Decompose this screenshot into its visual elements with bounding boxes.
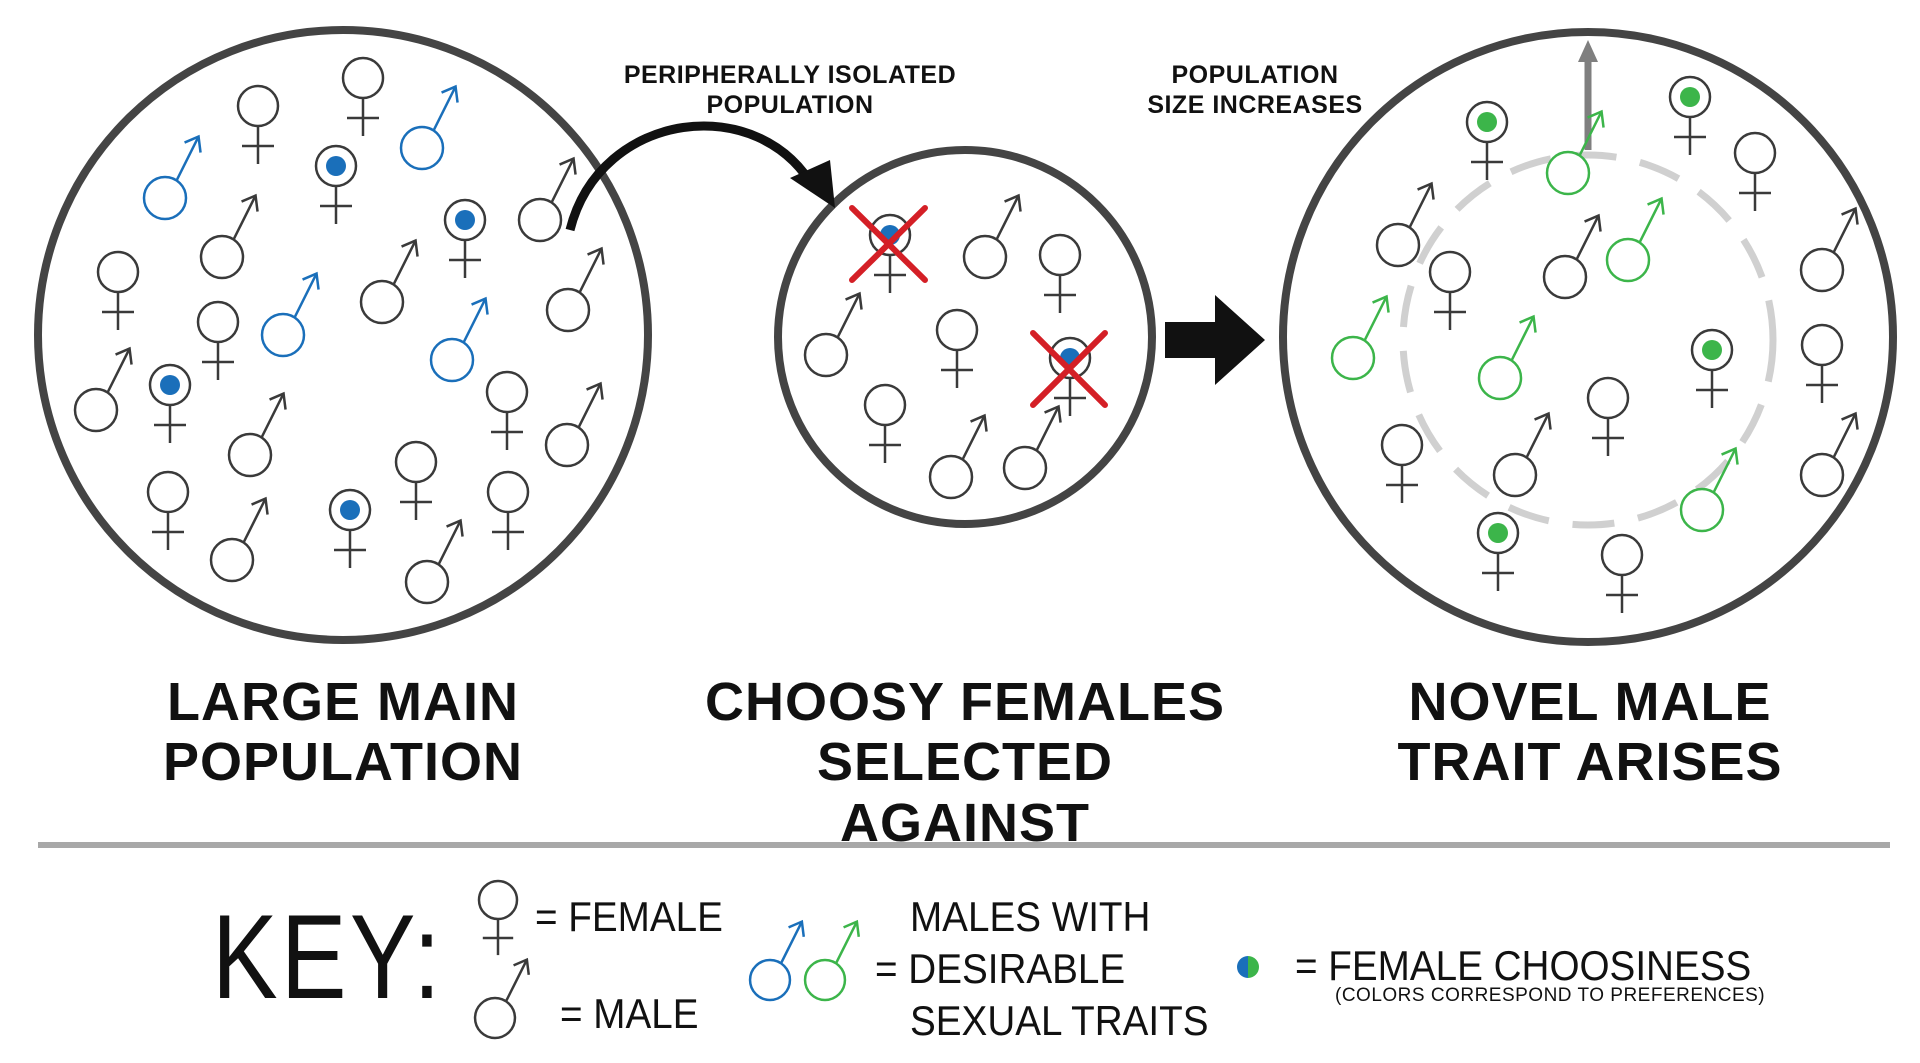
novel-population-caption: NOVEL MALE TRAIT ARISES	[1360, 672, 1820, 793]
female-icon	[236, 84, 280, 164]
female-icon	[863, 383, 907, 463]
male-icon	[1799, 411, 1859, 498]
female-icon	[486, 470, 530, 550]
male-icon	[404, 518, 464, 605]
female-icon	[394, 440, 438, 520]
female-icon	[146, 470, 190, 550]
main-caption-line2: POPULATION	[163, 732, 523, 793]
female-icon	[1733, 131, 1777, 211]
male-icon	[209, 496, 269, 583]
male-green-icon	[1679, 446, 1739, 533]
male-green-icon	[1605, 196, 1665, 283]
female-icon	[1600, 533, 1644, 613]
size-line2: SIZE INCREASES	[1147, 91, 1363, 119]
female-icon	[485, 370, 529, 450]
male-icon	[227, 391, 287, 478]
novel-population-circle	[1279, 28, 1897, 646]
male-icon	[517, 156, 577, 243]
key-choosiness-note: (COLORS CORRESPOND TO PREFERENCES)	[1335, 985, 1766, 1006]
male-icon	[473, 957, 531, 1040]
choosy-female-green-icon	[1668, 75, 1712, 155]
population-symbols	[73, 56, 1859, 1040]
female-icon	[477, 879, 519, 956]
peripheral-line2: POPULATION	[706, 91, 874, 119]
male-blue-icon	[399, 84, 459, 171]
size-annotation: POPULATION SIZE INCREASES	[1130, 60, 1380, 120]
choosy-female-blue-icon	[1048, 336, 1092, 416]
male-blue-icon	[142, 134, 202, 221]
female-icon	[341, 56, 385, 136]
male-icon	[359, 238, 419, 325]
male-icon	[1375, 181, 1435, 268]
choosy-female-green-icon	[1465, 100, 1509, 180]
male-green-icon	[1330, 294, 1390, 381]
male-green-icon	[1477, 314, 1537, 401]
isolated-caption-line1: CHOOSY FEMALES	[704, 672, 1226, 732]
choosy-female-blue-icon	[314, 144, 358, 224]
male-green-icon	[1545, 109, 1605, 196]
choosy-female-blue-icon	[148, 363, 192, 443]
male-icon	[1799, 206, 1859, 293]
choosy-female-blue-icon	[443, 198, 487, 278]
key-traits-line2: = DESIRABLE	[875, 945, 1126, 992]
novel-caption-line2: TRAIT ARISES	[1397, 732, 1783, 793]
male-icon	[962, 193, 1022, 280]
choosy-female-green-icon	[1690, 328, 1734, 408]
choosy-female-green-icon	[1476, 511, 1520, 591]
male-icon	[803, 291, 863, 378]
male-icon	[73, 346, 133, 433]
novel-caption-line1: NOVEL MALE	[1408, 672, 1772, 732]
key-traits-line3: SEXUAL TRAITS	[910, 997, 1209, 1044]
isolation-arrowhead	[790, 160, 835, 208]
main-population-circle	[34, 26, 652, 644]
peripheral-annotation: PERIPHERALLY ISOLATED POPULATION	[600, 60, 980, 120]
main-population-caption: LARGE MAIN POPULATION	[133, 672, 553, 793]
peripheral-line1: PERIPHERALLY ISOLATED	[623, 61, 957, 89]
male-icon	[928, 413, 988, 500]
transition-arrow	[1165, 295, 1265, 385]
key-title: KEY:	[212, 890, 444, 1024]
isolated-population-caption: CHOOSY FEMALES SELECTED AGAINST	[690, 672, 1240, 853]
female-icon	[1428, 250, 1472, 330]
male-icon	[1002, 404, 1062, 491]
female-icon	[1800, 323, 1844, 403]
key-traits-line1: MALES WITH	[910, 893, 1151, 940]
choosy-female-blue-icon	[328, 488, 372, 568]
male-blue-icon	[748, 919, 806, 1002]
male-icon	[199, 193, 259, 280]
male-green-icon	[803, 919, 861, 1002]
female-icon	[1380, 423, 1424, 503]
male-blue-icon	[429, 296, 489, 383]
female-icon	[96, 250, 140, 330]
female-icon	[1038, 233, 1082, 313]
male-icon	[1492, 411, 1552, 498]
selected-against-cross-1	[849, 205, 928, 283]
male-blue-icon	[260, 271, 320, 358]
selected-against-cross-2	[1030, 330, 1108, 408]
key-male-label: = MALE	[560, 990, 699, 1037]
male-icon	[544, 381, 604, 468]
main-caption-line1: LARGE MAIN	[167, 672, 519, 732]
isolation-arrow	[565, 121, 819, 232]
female-icon	[1586, 376, 1630, 456]
female-icon	[196, 300, 240, 380]
key-female-label: = FEMALE	[535, 893, 723, 940]
key-choosiness-label: = FEMALE CHOOSINESS	[1295, 942, 1752, 989]
female-icon	[935, 308, 979, 388]
key-choosiness-dot	[1237, 956, 1259, 978]
isolated-caption-line2: SELECTED AGAINST	[816, 732, 1114, 853]
male-icon	[1542, 213, 1602, 300]
male-icon	[545, 246, 605, 333]
isolated-population-circle	[774, 146, 1156, 528]
size-increase-arrowhead	[1578, 40, 1598, 62]
size-line1: POPULATION	[1171, 61, 1339, 89]
original-size-dashed-circle	[1399, 151, 1777, 529]
